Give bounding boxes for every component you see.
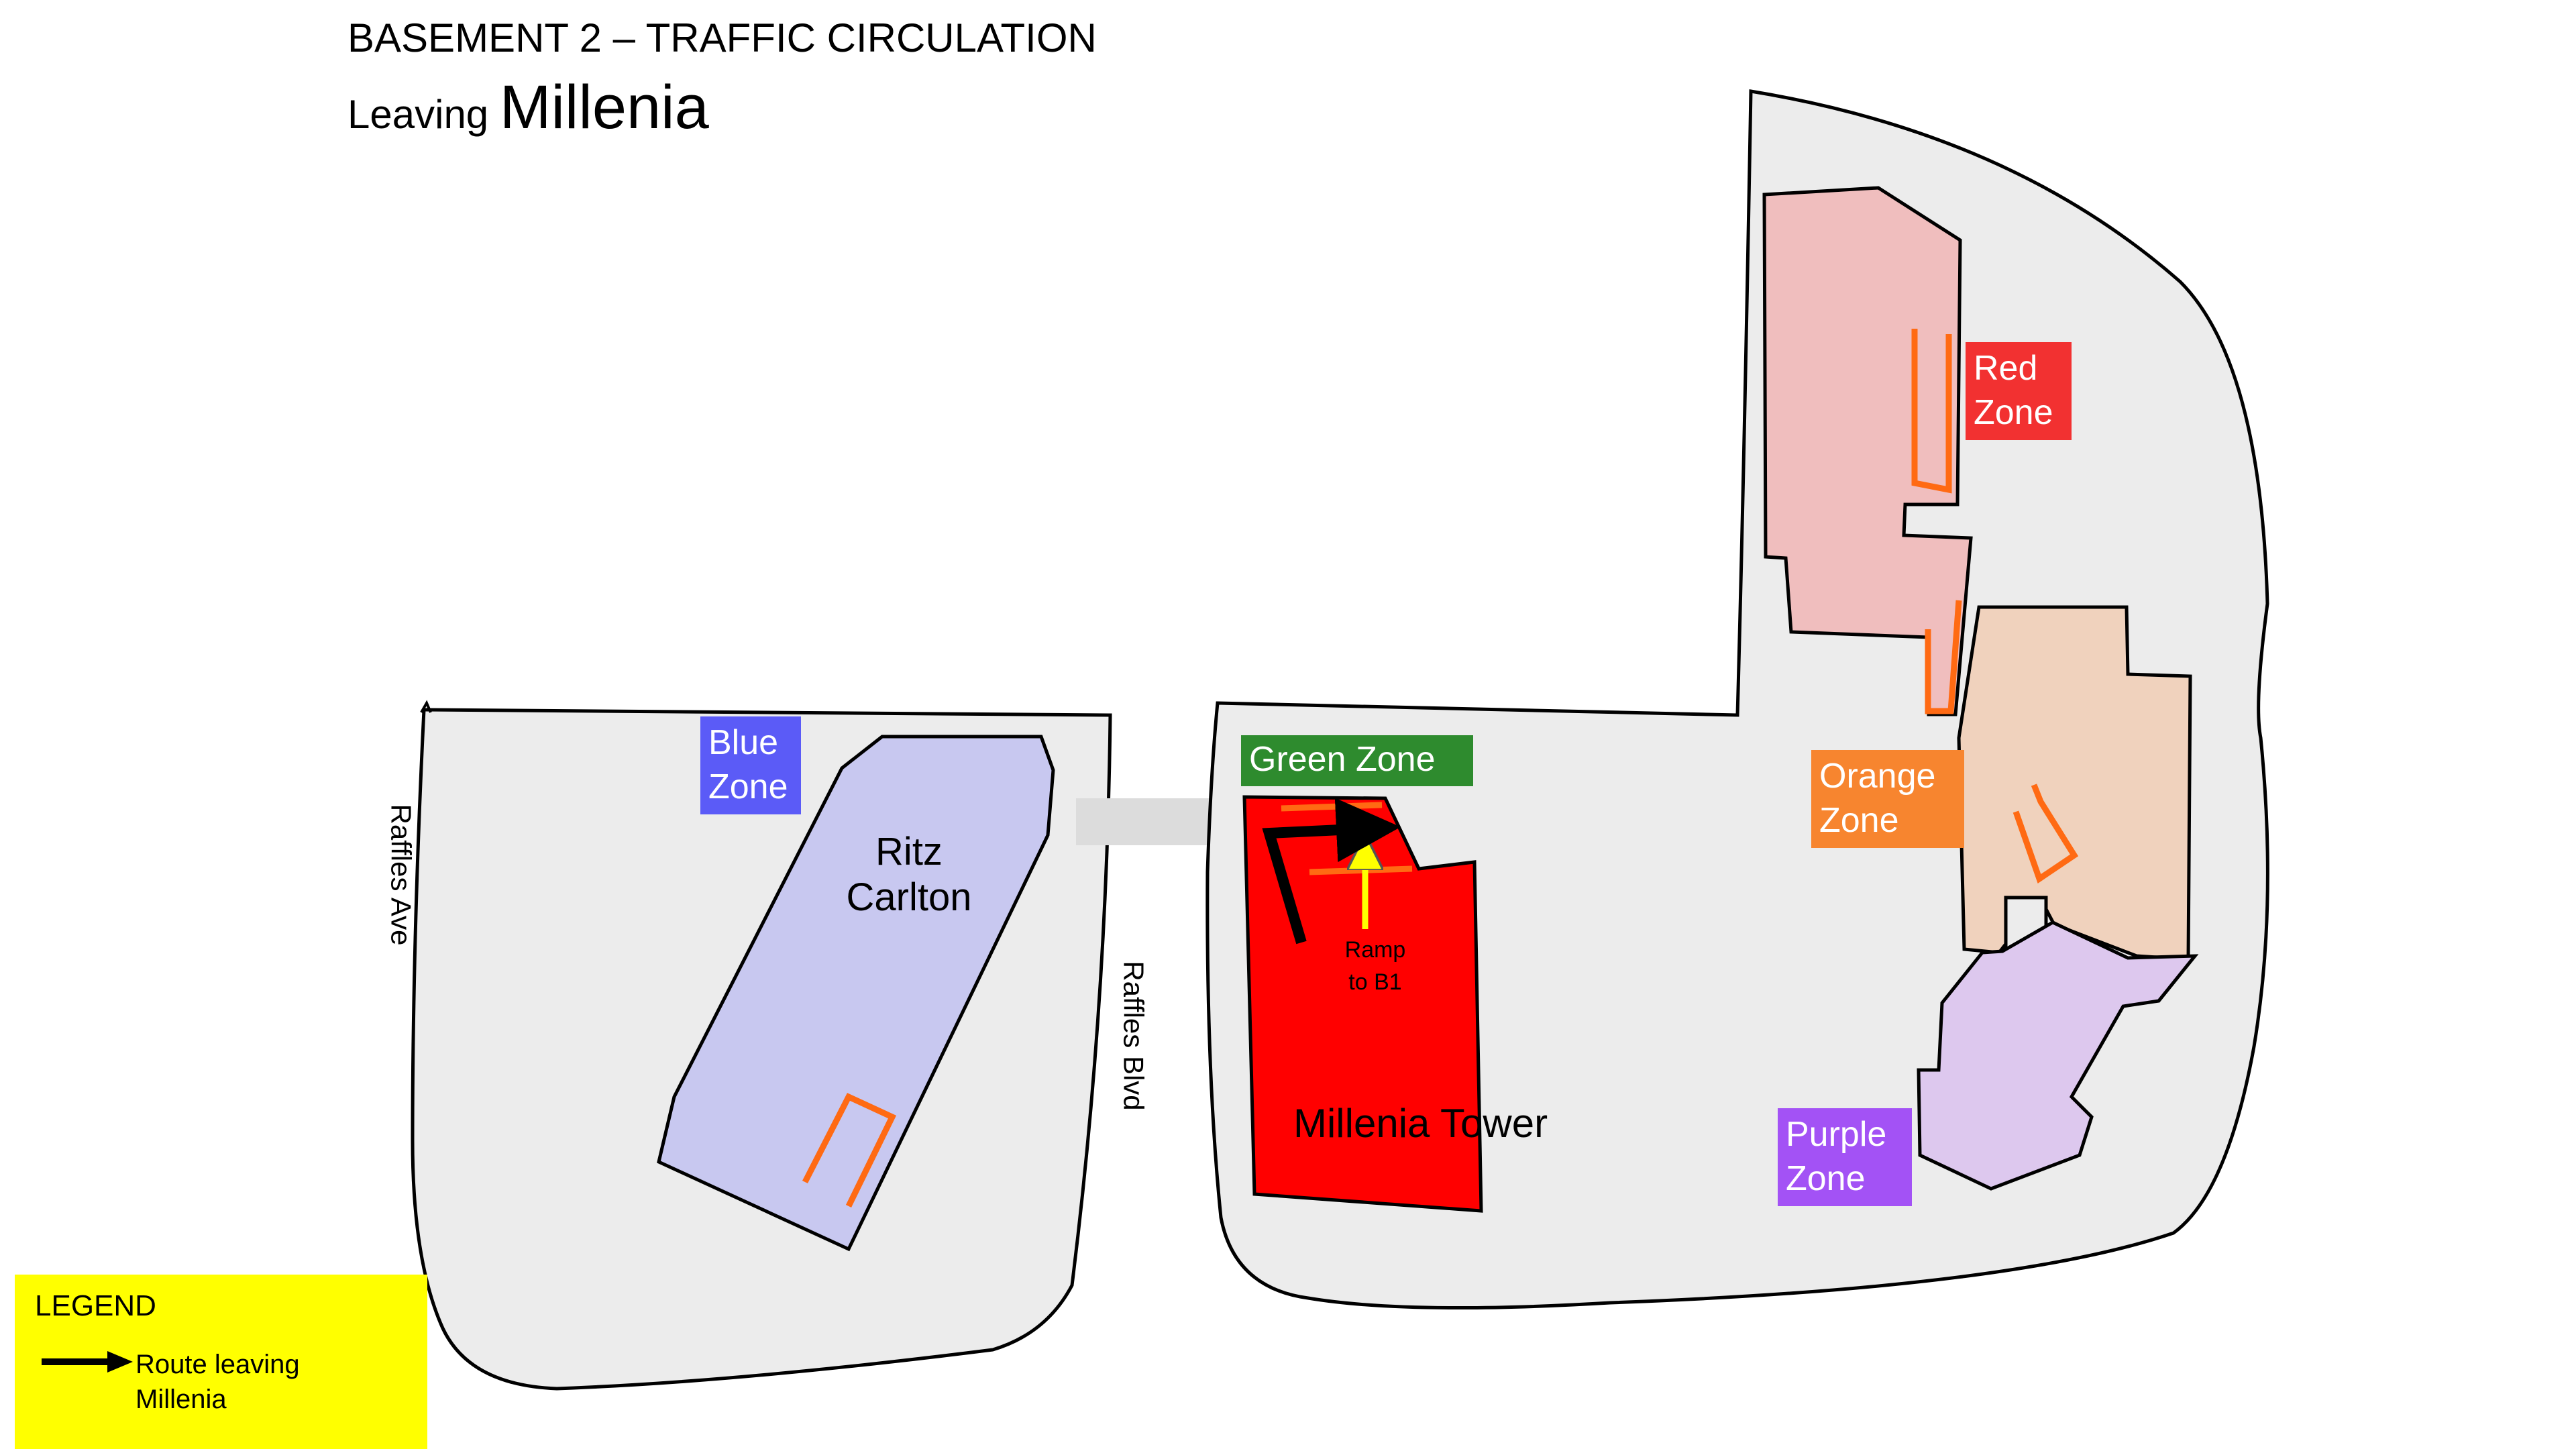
blue-zone-label: Blue Zone (700, 716, 801, 814)
orange-zone-building (1957, 605, 2192, 961)
millenia-tower-label: Millenia Tower (1293, 1101, 1548, 1146)
red-zone-label-line1: Red (1974, 349, 2038, 388)
purple-zone-label-line2: Zone (1786, 1159, 1866, 1198)
raffles-ave-label: Raffles Ave (385, 804, 417, 946)
red-zone-label-line2: Zone (1974, 393, 2053, 432)
raffles-blvd-label: Raffles Blvd (1118, 961, 1150, 1111)
ritz-carlton-building (657, 735, 1055, 1252)
green-zone-label: Green Zone (1241, 735, 1473, 786)
legend-item-text: Route leaving Millenia (136, 1347, 417, 1417)
purple-zone-label-line1: Purple (1786, 1115, 1887, 1154)
red-lane-marking (1911, 329, 1952, 494)
orange-zone-label: Orange Zone (1811, 750, 1964, 848)
orange-lane-marking (2012, 784, 2079, 883)
subtitle-prefix: Leaving (347, 92, 489, 137)
millenia-lane-marking-1 (1281, 802, 1383, 812)
corner-mark-icon (420, 700, 432, 713)
green-zone-label-line1: Green Zone (1249, 740, 1436, 779)
red-lane-marking-2 (1925, 600, 1962, 714)
purple-zone-building (1917, 920, 2199, 1191)
ramp-label-line2: to B1 (1348, 969, 1402, 995)
blue-zone-label-line1: Blue (708, 723, 779, 762)
purple-zone-label: Purple Zone (1778, 1108, 1912, 1206)
millenia-lane-marking-2 (1309, 865, 1413, 875)
red-zone-label: Red Zone (1966, 342, 2072, 440)
legend-route-arrow-icon (42, 1351, 133, 1373)
legend-item-line2: Millenia (136, 1385, 227, 1414)
ramp-label: Ramp to B1 (1318, 934, 1432, 998)
ritz-label-line2: Carlton (846, 875, 972, 919)
ramp-label-line1: Ramp (1344, 937, 1406, 963)
connector-passage (1076, 798, 1217, 845)
subtitle-emphasis: Millenia (499, 73, 709, 142)
route-arrow (1262, 798, 1401, 945)
ritz-carlton-label: Ritz Carlton (832, 829, 986, 920)
ritz-lane-marking (802, 1093, 897, 1208)
legend-title: LEGEND (35, 1289, 156, 1322)
page-subtitle: Leaving Millenia (347, 72, 709, 143)
orange-zone-label-line2: Zone (1819, 801, 1899, 840)
red-zone-building (1762, 186, 1973, 716)
ritz-label-line1: Ritz (875, 830, 943, 873)
orange-zone-label-line1: Orange (1819, 757, 1936, 796)
legend-item-line1: Route leaving (136, 1350, 300, 1379)
blue-zone-label-line2: Zone (708, 767, 788, 806)
legend-box: LEGEND Route leaving Millenia (15, 1275, 427, 1449)
page-title: BASEMENT 2 – TRAFFIC CIRCULATION (347, 15, 1097, 60)
